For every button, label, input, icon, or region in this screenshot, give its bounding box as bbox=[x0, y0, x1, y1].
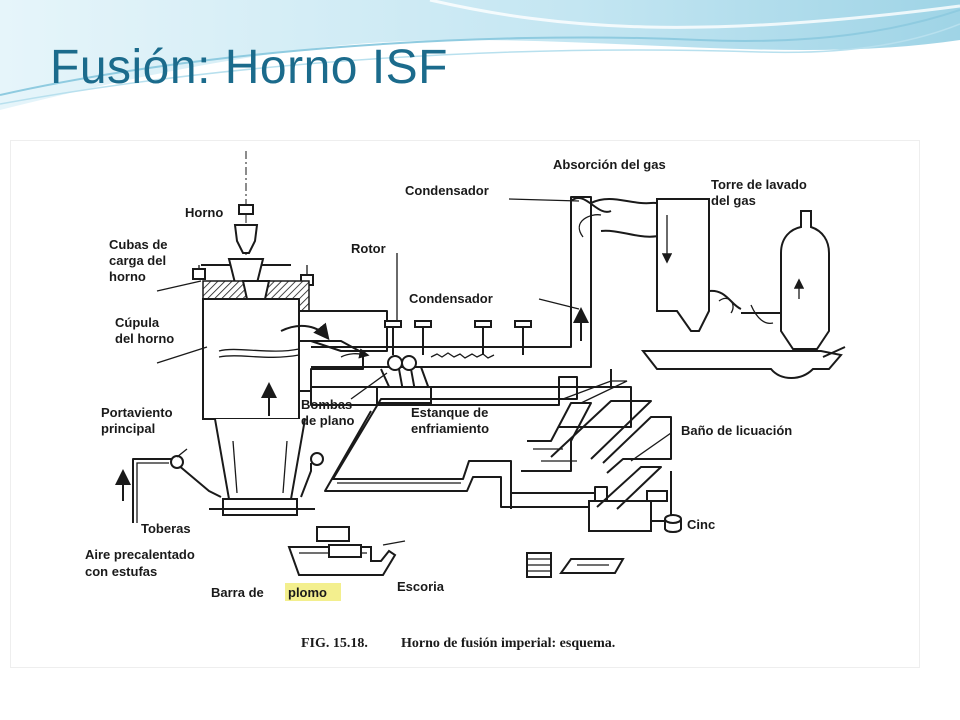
label-cinc: Cinc bbox=[687, 517, 715, 532]
header-swoosh-decoration bbox=[0, 0, 960, 110]
diagram-labels: Horno Cubas de carga del horno Cúpula de… bbox=[85, 157, 807, 601]
figure-frame: Horno Cubas de carga del horno Cúpula de… bbox=[10, 140, 920, 668]
zinc-ingots bbox=[526, 514, 682, 578]
label-estanque-1: Estanque de bbox=[411, 405, 488, 420]
label-cupula-1: Cúpula bbox=[115, 315, 160, 330]
figure-caption: FIG. 15.18. Horno de fusión imperial: es… bbox=[301, 636, 615, 651]
label-aire-1: Aire precalentado bbox=[85, 547, 195, 562]
pumps bbox=[376, 355, 432, 404]
caption-prefix: FIG. 15.18. bbox=[301, 636, 368, 651]
label-torre-1: Torre de lavado bbox=[711, 177, 807, 192]
label-portaviento-2: principal bbox=[101, 421, 155, 436]
label-rotor: Rotor bbox=[351, 241, 386, 256]
label-bombas-1: Bombas bbox=[301, 397, 352, 412]
label-aire-2: con estufas bbox=[85, 564, 157, 579]
leader-lines bbox=[156, 198, 672, 462]
gas-scrubbing-tower bbox=[570, 197, 846, 379]
label-barra-plomo: plomo bbox=[288, 585, 327, 600]
highlight-plomo bbox=[285, 583, 341, 601]
tuyeres-and-bustle-pipe bbox=[115, 452, 324, 523]
label-condensador-mid: Condensador bbox=[409, 291, 493, 306]
label-barra: Barra de bbox=[211, 585, 264, 600]
isf-furnace-diagram: Horno Cubas de carga del horno Cúpula de… bbox=[85, 151, 846, 651]
label-torre-2: del gas bbox=[711, 193, 756, 208]
cooling-launders bbox=[310, 376, 672, 532]
label-horno: Horno bbox=[185, 205, 223, 220]
furnace-shaft bbox=[192, 151, 315, 516]
label-estanque-2: enfriamiento bbox=[411, 421, 489, 436]
label-cubas-1: Cubas de bbox=[109, 237, 168, 252]
slide-title: Fusión: Horno ISF bbox=[50, 41, 448, 94]
label-cubas-3: horno bbox=[109, 269, 146, 284]
label-bano: Baño de licuación bbox=[681, 423, 792, 438]
label-condensador-top: Condensador bbox=[405, 183, 489, 198]
label-escoria: Escoria bbox=[397, 579, 445, 594]
label-cubas-2: carga del bbox=[109, 253, 166, 268]
label-absorcion: Absorción del gas bbox=[553, 157, 666, 172]
label-cupula-2: del horno bbox=[115, 331, 174, 346]
rotor-shafts bbox=[384, 320, 532, 355]
label-toberas: Toberas bbox=[141, 521, 191, 536]
label-bombas-2: de plano bbox=[301, 413, 355, 428]
slag-and-lead-receivers bbox=[287, 526, 406, 576]
label-portaviento-1: Portaviento bbox=[101, 405, 173, 420]
caption-text: Horno de fusión imperial: esquema. bbox=[401, 636, 615, 651]
